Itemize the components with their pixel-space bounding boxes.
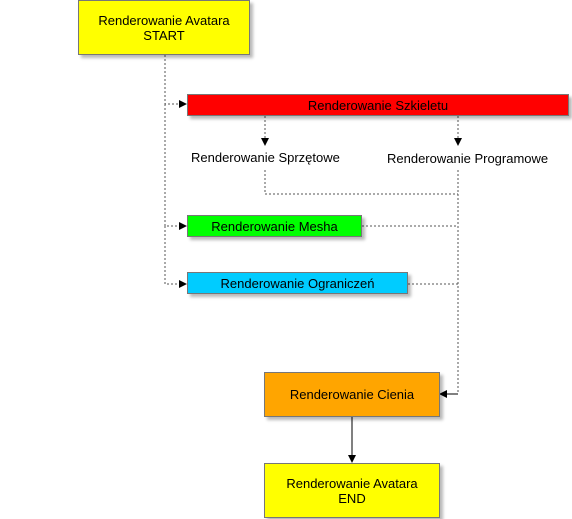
label-hardware: Renderowanie Sprzętowe [191,150,340,165]
node-avatar-start: Renderowanie Avatara START [78,0,250,55]
edge-start-to-constraints [164,226,187,288]
node-skeleton-label: Renderowanie Szkieletu [307,97,449,113]
node-shadow: Renderowanie Cienia [264,372,440,417]
node-mesh-label: Renderowanie Mesha [211,218,338,234]
node-constraints-label: Renderowanie Ograniczeń [220,275,375,291]
node-skeleton: Renderowanie Szkieletu [187,94,569,116]
node-avatar-end-label: Renderowanie Avatara END [286,475,418,506]
node-shadow-label: Renderowanie Cienia [289,387,415,402]
node-mesh: Renderowanie Mesha [187,215,362,237]
edge-start-to-mesh [164,104,187,230]
label-software: Renderowanie Programowe [387,151,549,166]
edge-hardware-merge [264,170,458,195]
node-avatar-start-label: Renderowanie Avatara START [98,12,230,43]
edge-start-to-skeleton [164,55,187,108]
node-constraints: Renderowanie Ograniczeń [187,272,408,294]
node-avatar-end: Renderowanie Avatara END [264,463,440,518]
